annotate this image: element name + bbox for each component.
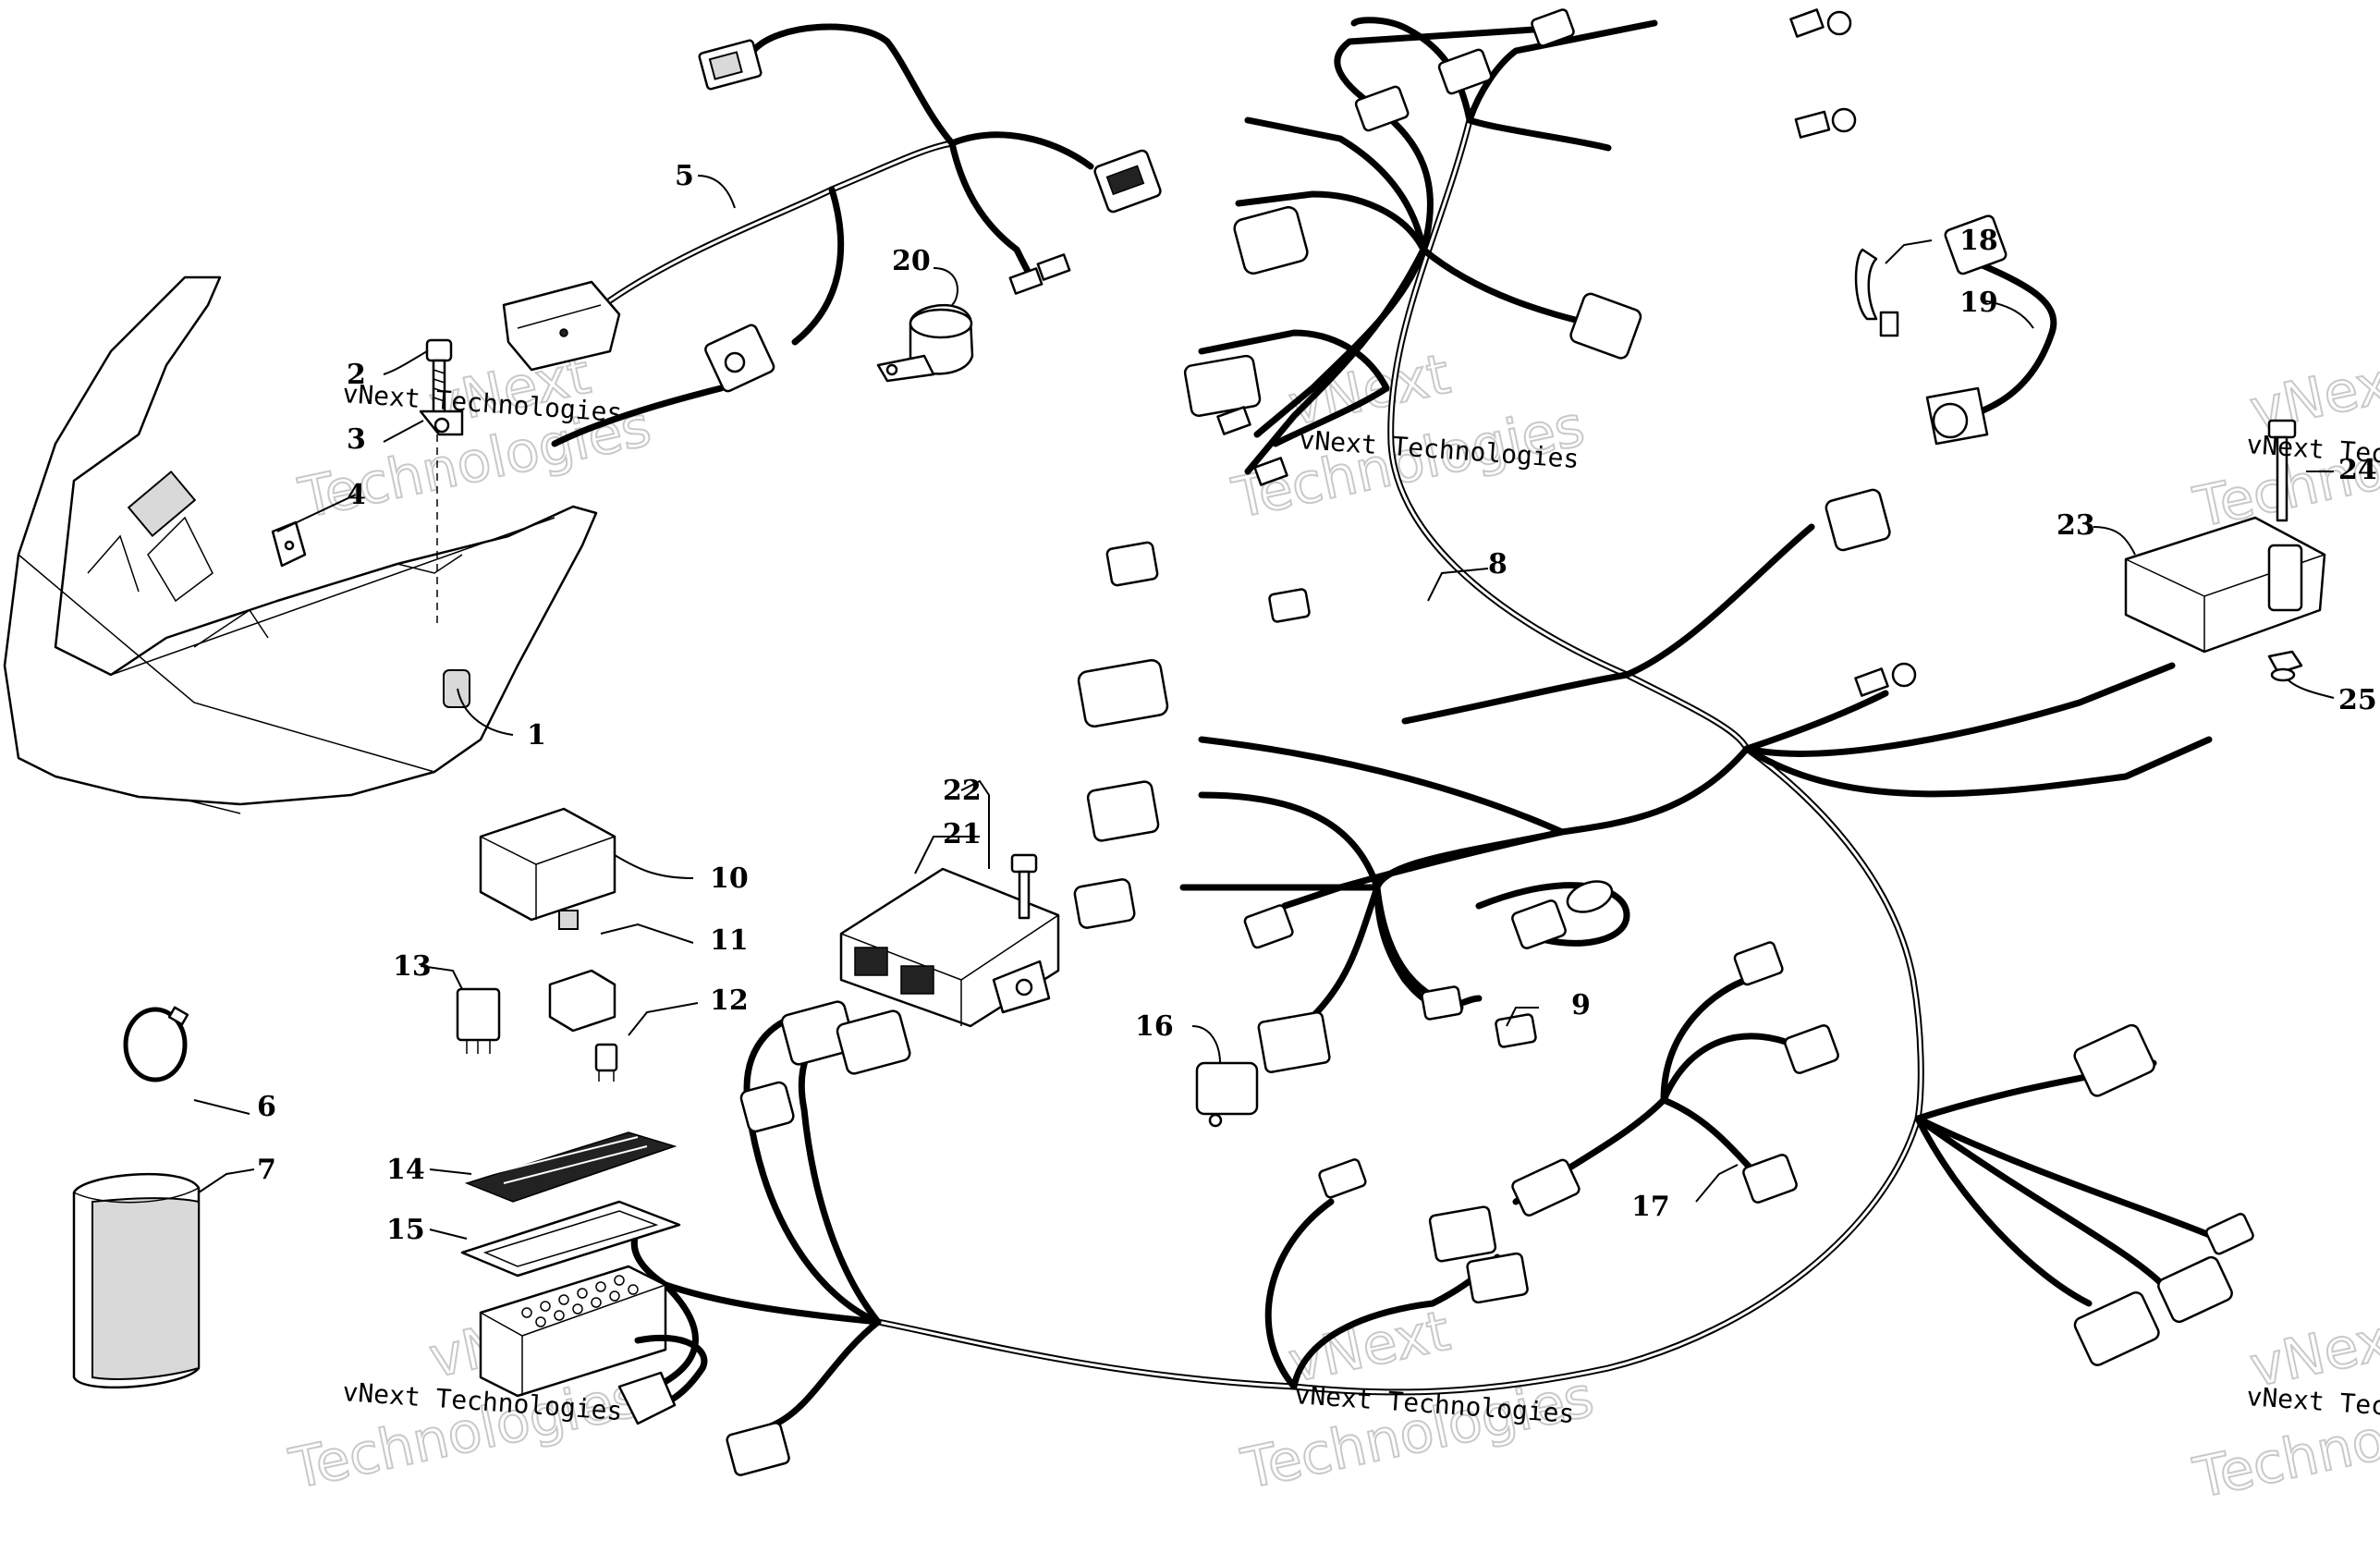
ring-6 (123, 1006, 189, 1082)
part-label-8: 8 (1488, 548, 1507, 581)
part-label-4: 4 (347, 479, 366, 511)
bolt-2 (425, 338, 453, 418)
sleeve-7 (72, 1173, 201, 1389)
control-module-23 (2124, 516, 2326, 654)
part-label-9: 9 (1571, 989, 1591, 1021)
part-label-11: 11 (710, 924, 749, 957)
harness-connectors (726, 8, 2254, 1476)
part-label-22: 22 (943, 775, 982, 807)
part-label-13: 13 (393, 950, 432, 983)
part-label-17: 17 (1631, 1191, 1670, 1223)
watermark-vnext: vNext (2245, 347, 2380, 444)
clip-3 (419, 410, 464, 436)
screw-22 (1010, 853, 1038, 920)
cable-tie-18 (1854, 248, 1899, 337)
fuse-block (479, 1265, 708, 1425)
sensor-lead-19 (1925, 214, 2057, 446)
part-label-16: 16 (1135, 1010, 1174, 1043)
part-label-2: 2 (347, 359, 366, 391)
part-label-14: 14 (386, 1154, 425, 1186)
part-label-20: 20 (892, 245, 931, 277)
leader-lines (193, 175, 2335, 1240)
buzzer-20 (876, 304, 974, 383)
part-label-24: 24 (2338, 454, 2377, 486)
part-label-3: 3 (347, 423, 366, 456)
bracket-4 (271, 520, 307, 568)
part-label-23: 23 (2057, 509, 2095, 542)
part-label-19: 19 (1959, 287, 1998, 319)
fuse-block-grid (521, 1275, 639, 1327)
relay-11 (548, 969, 616, 1033)
relay-13 (456, 987, 501, 1054)
part-label-10: 10 (710, 862, 749, 895)
fuse-box-cover-10 (479, 807, 616, 930)
part-label-21: 21 (943, 818, 982, 850)
part-number-labels: 1 2 3 4 5 6 7 8 9 10 11 12 13 14 15 16 1… (257, 160, 2377, 1246)
connector-16 (1195, 1061, 1259, 1128)
gasket-15 (460, 1200, 681, 1278)
fuse-12 (594, 1043, 618, 1082)
part-label-7: 7 (257, 1154, 276, 1186)
main-harness (630, 17, 2222, 1446)
headlight-harness (502, 23, 1162, 447)
nut-25 (2267, 650, 2303, 682)
part-label-12: 12 (710, 984, 749, 1017)
part-label-1: 1 (527, 719, 546, 752)
sub-harness-17 (1511, 941, 1839, 1217)
bolt-24 (2267, 419, 2297, 522)
ecu-21 (839, 867, 1060, 1028)
fuse-label-14 (464, 1131, 677, 1203)
part-label-25: 25 (2338, 684, 2377, 716)
headlight-housing (3, 275, 598, 814)
part-label-15: 15 (386, 1214, 425, 1246)
part-label-6: 6 (257, 1091, 276, 1123)
part-label-18: 18 (1959, 225, 1998, 257)
part-label-5: 5 (675, 160, 694, 192)
